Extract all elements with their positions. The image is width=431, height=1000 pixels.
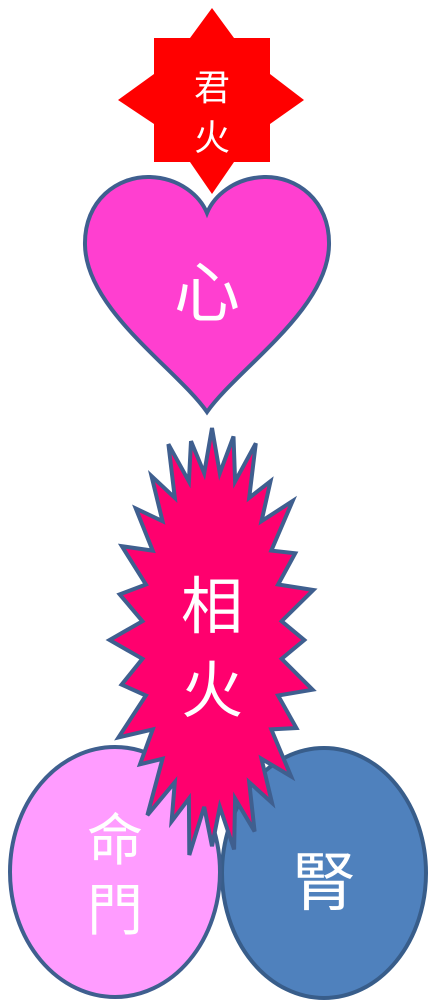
sovereign-fire-star-shape [118, 8, 304, 194]
sovereign-fire-label-line1: 君 [194, 68, 230, 109]
sovereign-fire-star: 君 火 [118, 8, 304, 194]
ministerial-fire-star-shape [105, 427, 318, 856]
ministerial-fire-label-line1: 相 [181, 570, 243, 643]
sovereign-fire-label-line2: 火 [194, 118, 230, 159]
kidney-label: 腎 [292, 847, 356, 921]
kidney-circle-group: 腎 [220, 746, 428, 1000]
ministerial-fire-label-line2: 火 [181, 654, 243, 727]
kidney-circle [220, 746, 428, 1000]
life-gate-circle [8, 745, 222, 999]
life-gate-label-line2: 門 [87, 879, 143, 944]
heart-shape-group: 心 [82, 174, 332, 416]
ministerial-fire-star: 相 火 [105, 427, 318, 856]
heart-shape [82, 174, 332, 416]
life-gate-label-line1: 命 [87, 809, 143, 874]
life-gate-circle-group: 命 門 [8, 745, 222, 999]
heart-label: 心 [174, 255, 240, 332]
